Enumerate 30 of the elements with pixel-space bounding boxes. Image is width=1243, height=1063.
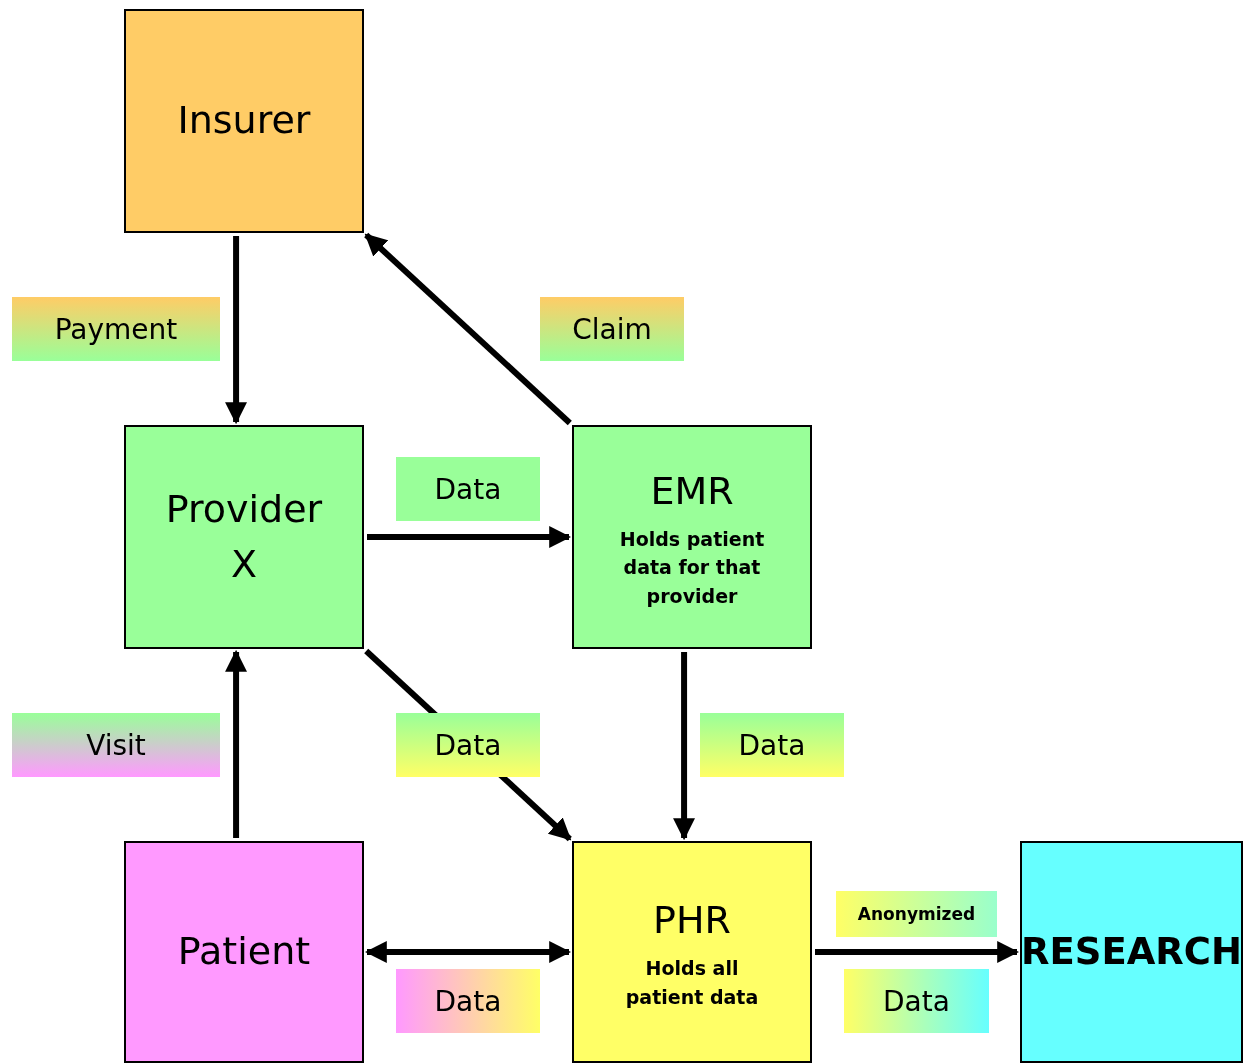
node-title: Patient — [177, 928, 311, 976]
edge-label: Visit — [12, 713, 220, 777]
process-box — [572, 425, 812, 649]
arrow — [673, 652, 696, 841]
process-box — [124, 9, 364, 233]
arrow — [364, 941, 572, 963]
arrow — [367, 526, 572, 548]
node-title: PHR — [653, 896, 731, 944]
edge-label: Data — [396, 713, 540, 777]
node-title: Insurer — [177, 97, 311, 145]
edge-label: Data — [396, 457, 540, 521]
node-title: RESEARCH — [1021, 929, 1242, 976]
process-box — [124, 841, 364, 1063]
node-title: EMR — [650, 467, 734, 515]
node-title: Provider X — [164, 485, 324, 588]
node-description: Holds all patient data — [624, 956, 760, 1010]
arrow — [225, 649, 248, 838]
node-description: Holds patient data for that provider — [618, 526, 766, 609]
arrow — [364, 232, 572, 426]
process-box — [572, 841, 812, 1063]
label-tag: Data — [844, 969, 989, 1033]
arrow — [815, 941, 1020, 963]
edge-label: Claim — [540, 297, 684, 361]
arrow — [225, 236, 248, 425]
edge-label: Payment — [12, 297, 220, 361]
process-box — [124, 425, 364, 649]
edge-label: Data — [396, 969, 540, 1033]
process-box — [1020, 841, 1243, 1063]
edge-label: Anonymized — [836, 891, 997, 937]
edge-label: Data — [700, 713, 844, 777]
